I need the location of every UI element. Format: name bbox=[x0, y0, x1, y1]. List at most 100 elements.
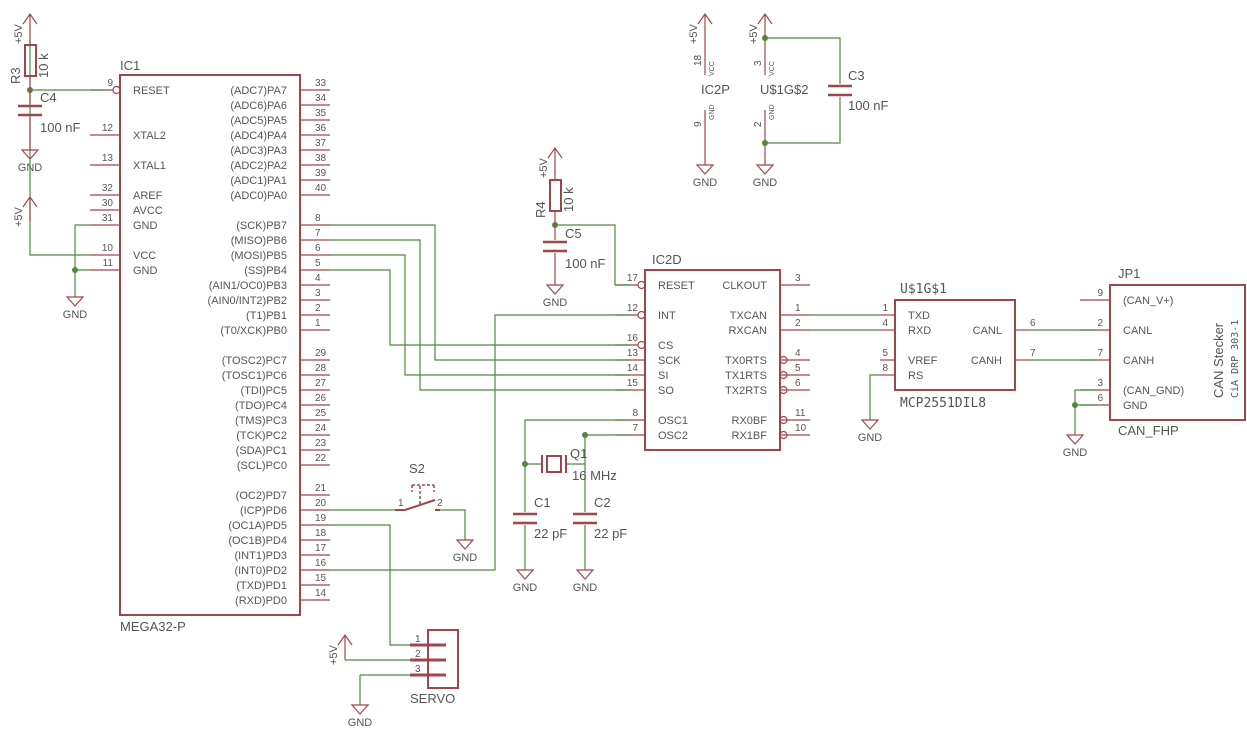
ic1-pin-38[interactable]: 38(ADC2)PA2 bbox=[230, 153, 330, 172]
ic1-pin-25[interactable]: 25(TMS)PC3 bbox=[235, 408, 330, 427]
ic1-pin-26[interactable]: 26(TDO)PC4 bbox=[235, 393, 330, 412]
ic1-pin-33[interactable]: 33(ADC7)PA7 bbox=[230, 78, 330, 97]
ic1-pin-label: (ADC2)PA2 bbox=[230, 160, 287, 172]
u1g1-pin-num: 5 bbox=[882, 348, 888, 359]
c3[interactable]: C3 100 nF bbox=[762, 35, 889, 146]
q1[interactable]: Q1 16 MHz bbox=[541, 446, 617, 483]
ic1-pin-35[interactable]: 35(ADC5)PA5 bbox=[230, 108, 330, 127]
jp1-pin-9[interactable]: 9(CAN_V+) bbox=[1080, 288, 1173, 307]
c5[interactable]: C5 100 nF bbox=[543, 225, 606, 285]
ic1-pin-17[interactable]: 17(INT1)PD3 bbox=[234, 543, 330, 562]
ic1-pin-21[interactable]: 21(OC2)PD7 bbox=[236, 483, 330, 502]
ic1-pin-3[interactable]: 3(AIN0/INT2)PB2 bbox=[208, 288, 330, 307]
ic1-pin-label: (MOSI)PB5 bbox=[231, 250, 287, 262]
ic1-pin-8[interactable]: 8(SCK)PB7 bbox=[236, 213, 330, 232]
ic1-pin-label: (OC1B)PD4 bbox=[228, 535, 287, 547]
ic1-pin-7[interactable]: 7(MISO)PB6 bbox=[231, 228, 330, 247]
jp1-pin-3[interactable]: 3(CAN_GND) bbox=[1080, 378, 1184, 397]
ic1-pin-23[interactable]: 23(SDA)PC1 bbox=[236, 438, 330, 457]
ic1-pin-label: (T1)PB1 bbox=[246, 310, 287, 322]
ic1-pin-label: (ADC1)PA1 bbox=[230, 175, 287, 187]
ic1-pin-label: (TXD)PD1 bbox=[236, 580, 287, 592]
jp1-pin-label: (CAN_V+) bbox=[1123, 295, 1173, 307]
ic1-pin-5[interactable]: 5(SS)PB4 bbox=[244, 258, 330, 277]
vcc-label: +5V bbox=[748, 23, 760, 44]
jp1[interactable]: JP1 CAN_FHP CAN Stecker CiA DRP 303-1 9(… bbox=[1080, 266, 1246, 438]
ic1-pin-label: (OC1A)PD5 bbox=[228, 520, 287, 532]
ic1[interactable]: IC1 MEGA32-P 9RESET12XTAL213XTAL132AREF3… bbox=[90, 58, 330, 634]
ic1-pin-29[interactable]: 29(TOSC2)PC7 bbox=[222, 348, 330, 367]
ic1-pin-14[interactable]: 14(RXD)PD0 bbox=[235, 588, 330, 607]
ic1-pin-27[interactable]: 27(TDI)PC5 bbox=[241, 378, 330, 397]
ic1-pin-24[interactable]: 24(TCK)PC2 bbox=[236, 423, 330, 442]
ic1-pin-label: (TOSC1)PC6 bbox=[222, 370, 287, 382]
c4[interactable]: C4 100 nF bbox=[18, 90, 81, 150]
r3[interactable]: R3 10 k bbox=[8, 38, 51, 90]
ic1-value: MEGA32-P bbox=[120, 619, 186, 634]
servo-pin-3: 3 bbox=[415, 664, 421, 675]
ic1-pin-16[interactable]: 16(INT0)PD2 bbox=[234, 558, 330, 577]
s2[interactable]: S2 1 2 bbox=[395, 461, 443, 511]
u1g2-vcc-num: 3 bbox=[753, 60, 764, 66]
ic1-pin-37[interactable]: 37(ADC3)PA3 bbox=[230, 138, 330, 157]
ic1-pin-40[interactable]: 40(ADC0)PA0 bbox=[230, 183, 330, 202]
ic1-pin-label: (INT1)PD3 bbox=[234, 550, 287, 562]
ic2p-name: IC2P bbox=[701, 82, 730, 97]
ic1-pin-19[interactable]: 19 (OC1A)PD5 bbox=[228, 513, 330, 532]
ic1-pin-34[interactable]: 34(ADC6)PA6 bbox=[230, 93, 330, 112]
s2-pin2: 2 bbox=[437, 498, 443, 509]
ic1-pin-num: 19 bbox=[315, 513, 327, 524]
jp1-side-sub: CiA DRP 303-1 bbox=[1230, 320, 1241, 398]
ic1-pin-18[interactable]: 18(OC1B)PD4 bbox=[228, 528, 330, 547]
u1g1-pin-8[interactable]: 8RS bbox=[880, 363, 923, 382]
ic2p-power[interactable]: 18 VCC IC2P 9 GND bbox=[693, 38, 730, 165]
c2-name: C2 bbox=[594, 495, 611, 510]
ic1-pin-4[interactable]: 4(AIN1/OC0)PB3 bbox=[209, 273, 330, 292]
ic1-pin-36[interactable]: 36(ADC4)PA4 bbox=[230, 123, 330, 142]
ic1-pin-1[interactable]: 1(T0/XCK)PB0 bbox=[220, 318, 330, 337]
ic1-pin-6[interactable]: 6(MOSI)PB5 bbox=[231, 243, 330, 262]
ic1-pin-39[interactable]: 39(ADC1)PA1 bbox=[230, 168, 330, 187]
servo[interactable]: 1 2 3 SERVO bbox=[410, 629, 459, 706]
c1[interactable]: C1 22 pF bbox=[513, 495, 567, 541]
u1g1-pin-label: CANH bbox=[971, 355, 1002, 367]
c2[interactable]: C2 22 pF bbox=[573, 495, 627, 541]
ic1-pin-28[interactable]: 28(TOSC1)PC6 bbox=[222, 363, 330, 382]
ic1-pin-label: (RXD)PD0 bbox=[235, 595, 287, 607]
ic1-pin-2[interactable]: 2(T1)PB1 bbox=[246, 303, 330, 322]
ic1-pin-num: 34 bbox=[315, 93, 327, 104]
ic1-pin-20[interactable]: 20(ICP)PD6 bbox=[240, 498, 330, 517]
ic1-pin-15[interactable]: 15(TXD)PD1 bbox=[236, 573, 330, 592]
vcc-label: +5V bbox=[328, 644, 340, 665]
ic1-pin-22[interactable]: 22(SCL)PC0 bbox=[237, 453, 330, 472]
u1g2-power[interactable]: 3 VCC U$1G$2 2 GND bbox=[753, 38, 808, 165]
ic2d[interactable]: IC2D 17RESET12INT16CS13SCK14SI15SO8OSC17… bbox=[615, 252, 810, 451]
